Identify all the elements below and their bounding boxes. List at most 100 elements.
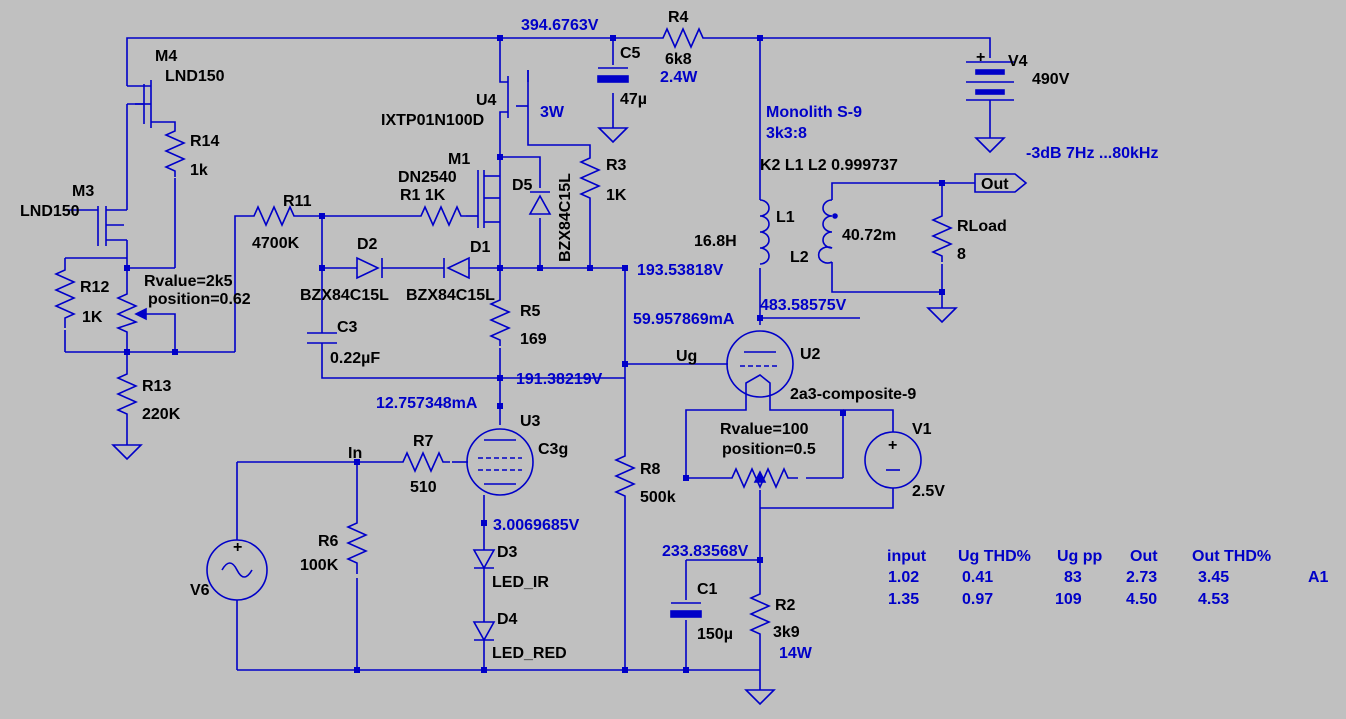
label-R11-value: 4700K [252, 235, 300, 252]
table-cell: 1.02 [888, 569, 919, 586]
led-D4 [472, 621, 496, 642]
label-R14-value: 1k [190, 162, 208, 179]
label-V1: V1 [912, 421, 932, 438]
table-header: Out THD% [1192, 548, 1271, 565]
resistor-R6 [346, 515, 368, 574]
label-V4-value: 490V [1032, 71, 1070, 88]
label-M4: M4 [155, 48, 177, 65]
mosfet-U4 [507, 70, 529, 134]
label-R11: R11 [283, 193, 312, 210]
table-cell: 0.41 [962, 569, 993, 586]
table-cell: 2.73 [1126, 569, 1157, 586]
label-D2: D2 [357, 236, 378, 253]
label-D4: D4 [497, 611, 518, 628]
resistor-R7 [397, 451, 450, 473]
label-R14: R14 [190, 133, 219, 150]
label-L2-value: 40.72m [842, 227, 896, 244]
label-net-out: Out [981, 176, 1009, 193]
label-D1: D1 [470, 239, 491, 256]
battery-V4: + [966, 49, 1014, 101]
wiper-arrow-icon [753, 470, 767, 483]
table-header: Ug pp [1057, 548, 1103, 565]
label-R6: R6 [318, 533, 339, 550]
label-R8-value: 500k [640, 489, 676, 506]
resistor-R2 [749, 588, 771, 640]
label-M1-model: DN2540 [398, 169, 457, 186]
label-R2-power: 14W [779, 645, 813, 662]
out-flag [974, 173, 1028, 193]
svg-text:+: + [233, 539, 242, 556]
label-net-ug: Ug [676, 348, 697, 365]
mosfet-M3 [97, 206, 127, 246]
tube-U2 [726, 330, 794, 398]
ground-icon [745, 681, 775, 705]
label-U4-power: 3W [540, 104, 565, 121]
label-D1-model: BZX84C15L [406, 287, 495, 304]
resistor-R1 [415, 205, 466, 227]
mosfet-M4 [126, 80, 152, 210]
label-U2: U2 [800, 346, 821, 363]
label-V4: V4 [1008, 53, 1028, 70]
label-R8: R8 [640, 461, 661, 478]
label-D5: D5 [512, 177, 533, 194]
label-RLoad-value: 8 [957, 246, 966, 263]
table-header: Ug THD% [958, 548, 1031, 565]
resistor-R11 [248, 205, 304, 227]
label-R4-value: 6k8 [665, 51, 692, 68]
table-header: input [887, 548, 927, 565]
source-V1: + [864, 431, 922, 489]
potentiometer-U2 [722, 467, 798, 489]
resistor-R5 [489, 294, 511, 346]
label-C1-value: 150µ [697, 626, 733, 643]
table-cell: 4.50 [1126, 591, 1157, 608]
label-R3: R3 [606, 157, 627, 174]
current-c3g: 12.757348mA [376, 395, 478, 412]
label-L1-value: 16.8H [694, 233, 737, 250]
label-R2: R2 [775, 597, 796, 614]
label-D3-model: LED_IR [492, 574, 549, 591]
label-R4-power: 2.4W [660, 69, 698, 86]
label-R13: R13 [142, 378, 171, 395]
table-cell: 83 [1064, 569, 1082, 586]
label-D5-model: BZX84C15L [557, 173, 574, 262]
label-coupling: K2 L1 L2 0.999737 [760, 157, 898, 174]
resistor-RLoad [931, 210, 953, 262]
label-bandwidth: -3dB 7Hz ...80kHz [1026, 145, 1158, 162]
ground-icon [927, 299, 957, 323]
label-RLoad: RLoad [957, 218, 1007, 235]
label-R6-value: 100K [300, 557, 339, 574]
label-R5-value: 169 [520, 331, 547, 348]
wiper-arrow-icon [134, 307, 147, 321]
label-M3: M3 [72, 183, 94, 200]
current-plate: 59.957869mA [633, 311, 735, 328]
led-D3 [472, 549, 496, 570]
junctions [124, 35, 945, 673]
label-R3-value: 1K [606, 187, 627, 204]
measurement-table: input Ug THD% Ug pp Out Out THD% 1.02 0.… [887, 548, 1329, 608]
resistor-R12 [54, 262, 76, 328]
source-V6: + [206, 539, 268, 601]
zener-D5 [528, 191, 552, 215]
table-header: Out [1130, 548, 1158, 565]
label-D3: D3 [497, 544, 518, 561]
table-cell: 1.35 [888, 591, 919, 608]
capacitor-C3 [307, 332, 337, 344]
table-tag: A1 [1308, 569, 1329, 586]
label-V1-value: 2.5V [912, 483, 945, 500]
label-C3: C3 [337, 319, 358, 336]
label-R5: R5 [520, 303, 541, 320]
zener-D1 [443, 256, 470, 280]
label-R7: R7 [413, 433, 434, 450]
resistor-R3 [579, 152, 601, 205]
label-transformer-ratio: 3k3:8 [766, 125, 807, 142]
svg-text:+: + [888, 437, 897, 454]
mosfet-M1 [477, 170, 500, 228]
capacitor-C5 [597, 67, 629, 83]
ground-icon [112, 436, 142, 460]
label-position-R12: position=0.62 [148, 291, 251, 308]
potentiometer-R12 [115, 290, 139, 336]
label-R1: R1 1K [400, 187, 446, 204]
label-L2: L2 [790, 249, 809, 266]
voltage-c3g-cathode: 3.0069685V [493, 517, 580, 534]
